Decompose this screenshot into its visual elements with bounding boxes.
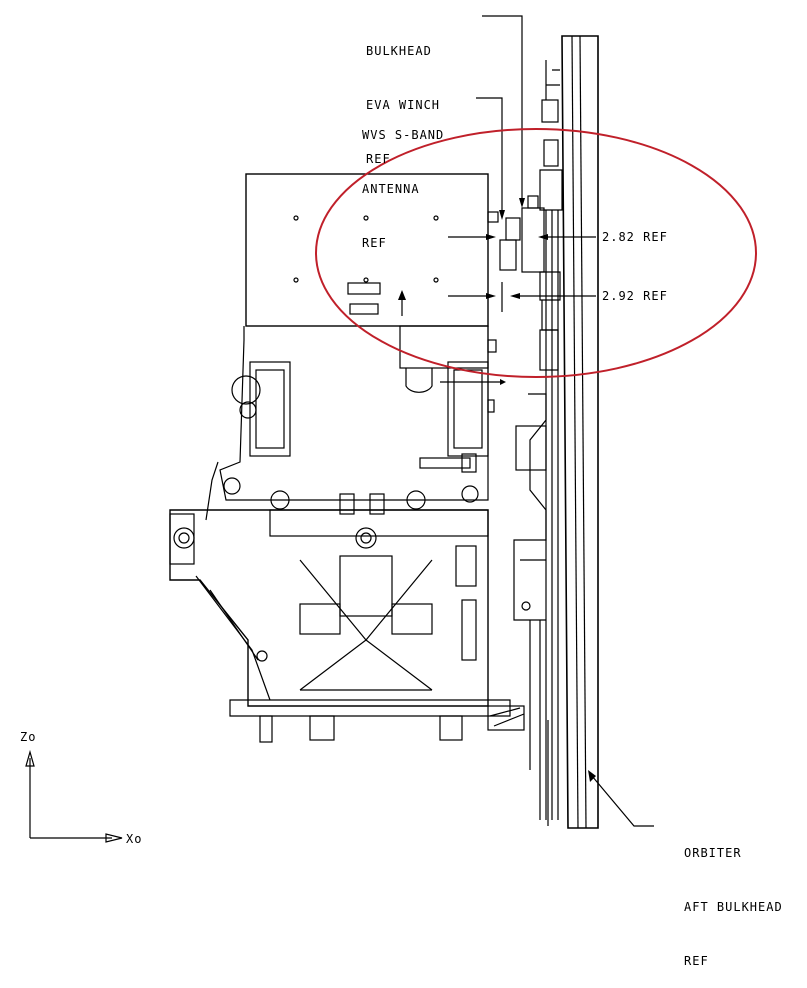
- bulkhead-winch-callout: BULKHEAD EVA WINCH REF: [366, 6, 440, 186]
- axis-z-label: Zo: [20, 730, 37, 744]
- callout-line: REF: [366, 152, 391, 166]
- axis-x-label: Xo: [126, 832, 143, 846]
- callout-line: AFT BULKHEAD: [684, 900, 783, 914]
- callout-line: REF: [362, 236, 387, 250]
- wvs-antenna-callout: WVS S-BAND ANTENNA REF: [362, 90, 444, 270]
- lower-frame: [169, 490, 525, 743]
- callout-line: WVS S-BAND: [362, 128, 445, 142]
- highlight-ellipse: [315, 128, 757, 378]
- orbiter-aft-bulkhead: [539, 35, 599, 829]
- orbiter-bulkhead-callout: ORBITER AFT BULKHEAD REF: [684, 808, 783, 988]
- leader-lines: [476, 15, 654, 827]
- drawing-canvas: [25, 15, 757, 843]
- dimension-lower-label: 2.92 REF: [602, 289, 668, 303]
- coordinate-axes: [25, 749, 123, 843]
- dimension-upper-label: 2.82 REF: [602, 230, 668, 244]
- callout-line: ANTENNA: [362, 182, 420, 196]
- middle-housing: [205, 326, 506, 521]
- winch-bracket: [487, 195, 561, 371]
- callout-line: REF: [684, 954, 709, 968]
- callout-line: EVA WINCH: [366, 98, 441, 112]
- callout-line: BULKHEAD: [366, 44, 432, 58]
- callout-line: ORBITER: [684, 846, 742, 860]
- side-bracket: [513, 393, 549, 826]
- dimension-marks: [448, 234, 596, 312]
